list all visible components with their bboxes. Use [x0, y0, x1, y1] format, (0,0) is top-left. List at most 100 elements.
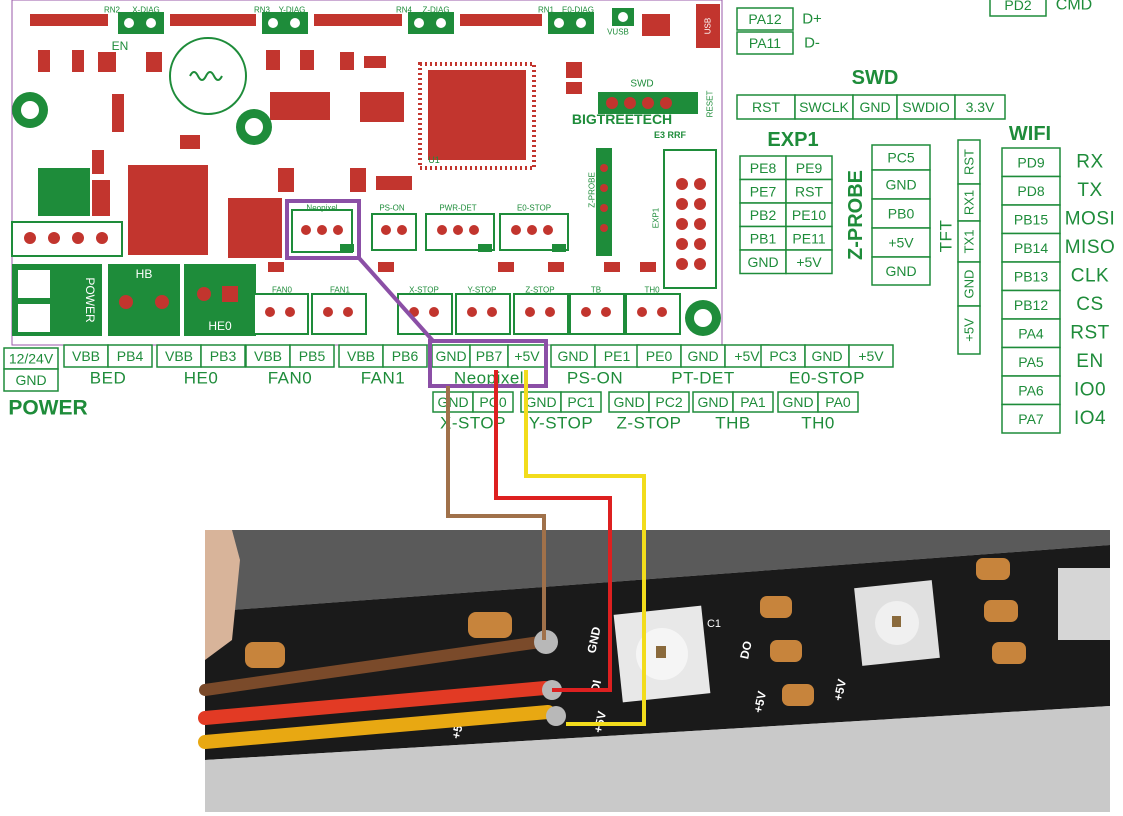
exp1-pin-0-b-label: PE9 — [796, 160, 823, 176]
swd-pin-3: SWDIO — [896, 94, 956, 120]
silk-rn1: RN1 — [538, 6, 555, 15]
wifi-pin-0-label: PD9 — [1017, 154, 1044, 170]
wifi-pin-0: PD9 — [1001, 147, 1061, 178]
swd-pin-0: RST — [736, 94, 796, 120]
row2-2-pin-0: GND — [608, 391, 650, 413]
exp1-pin-4-b: +5V — [785, 249, 833, 275]
usb-pin-0: PA12 — [736, 7, 794, 31]
tft-pin-2-label: TX1 — [962, 230, 977, 254]
row2-3-pin-0-label: GND — [697, 394, 728, 410]
wifi-signal-7: EN — [1076, 351, 1103, 372]
silk-zprobe: Z-PROBE — [588, 172, 597, 208]
wifi-pin-3: PB14 — [1001, 232, 1061, 263]
row1-2-pin-1: PB5 — [289, 344, 335, 368]
silk-e0-diag: E0-DIAG — [562, 6, 594, 15]
zprobe-pin-1-label: GND — [885, 177, 916, 193]
row2-1-pin-0-label: GND — [525, 394, 556, 410]
row1-7-pin-2: +5V — [848, 344, 894, 368]
strip-label-c1: C1 — [707, 618, 721, 630]
silk-z-stop: Z-STOP — [525, 286, 554, 295]
row1-3-pin-1-label: PB6 — [392, 348, 419, 364]
exp1-pin-0-b: PE9 — [785, 155, 833, 181]
cutoff-signal: CMD — [1056, 0, 1092, 14]
usb-port — [696, 4, 720, 48]
tft-title: TFT — [937, 220, 956, 253]
row2-3-label: THB — [715, 414, 751, 433]
wifi-pin-5: PB12 — [1001, 289, 1061, 320]
swd-pin-2-label: GND — [859, 99, 890, 115]
diag-connectors: RN2 X-DIAG RN3 Y-DIAG RN4 Z-DIAG RN1 E0-… — [104, 6, 594, 34]
row1-5-pin-0: GND — [550, 344, 596, 368]
row1-3-pin-0-label: VBB — [347, 348, 375, 364]
wifi-pin-6-label: PA4 — [1018, 325, 1044, 341]
swd-title: SWD — [852, 67, 899, 89]
silk-hb: HB — [136, 267, 153, 281]
row1-0-pin-1-label: PB4 — [117, 348, 144, 364]
silk-rn4: RN4 — [396, 6, 413, 15]
mid-connectors: Neopixel PS-ON PWR-DET E0-STOP — [291, 204, 569, 253]
brand-text: BIGTREETECH — [572, 111, 672, 127]
row2-4-pin-0-label: GND — [782, 394, 813, 410]
silk-rn2: RN2 — [104, 6, 121, 15]
row1-4-pin-1: PB7 — [469, 344, 509, 368]
row1-2-pin-1-label: PB5 — [299, 348, 326, 364]
row2-4-pin-1-label: PA0 — [825, 394, 851, 410]
row1-5-label: PS-ON — [567, 369, 623, 388]
row2-1-pin-1: PC1 — [560, 391, 602, 413]
row1-4-pin-2-label: +5V — [514, 348, 540, 364]
silk-fan0: FAN0 — [272, 286, 293, 295]
row1-7-pin-0: PC3 — [760, 344, 806, 368]
zprobe-pin-2-label: PB0 — [888, 206, 915, 222]
wifi-pin-7-label: PA5 — [1018, 354, 1044, 370]
wifi-signal-4: CLK — [1071, 266, 1109, 287]
silk-ps-on: PS-ON — [379, 204, 405, 213]
row2-0-pin-1: PC0 — [472, 391, 514, 413]
row1-0-pin-0: VBB — [63, 344, 109, 368]
strip-label-5v-2: +5V — [831, 678, 849, 702]
exp1-title: EXP1 — [767, 129, 818, 151]
resistor-arrays — [30, 14, 542, 192]
silk-neopixel: Neopixel — [306, 204, 337, 213]
row2-1-pin-0: GND — [520, 391, 562, 413]
bottom-connectors: FAN0 FAN1 X-STOP Y-STOP Z-STOP TB TH0 — [253, 262, 681, 335]
wifi-pin-8-label: PA6 — [1018, 382, 1044, 398]
silk-rn3: RN3 — [254, 6, 271, 15]
exp1-pin-4-a-label: GND — [747, 254, 778, 270]
row1-1-pin-1-label: PB3 — [210, 348, 237, 364]
tft-pin-0-label: RST — [962, 149, 977, 175]
wifi-signal-2: MOSI — [1065, 209, 1116, 230]
usb-pin-0-label: PA12 — [748, 11, 781, 27]
gnd-wire — [446, 386, 546, 640]
zprobe-pin-0-label: PC5 — [887, 150, 914, 166]
swd-pin-4-label: 3.3V — [966, 99, 995, 115]
exp1-pin-4-b-label: +5V — [796, 254, 822, 270]
swd-pin-0-label: RST — [752, 99, 780, 115]
row1-5-pin-0-label: GND — [557, 348, 588, 364]
wifi-signal-1: TX — [1077, 180, 1102, 201]
row1-6-pin-2-label: +5V — [734, 348, 760, 364]
tft-pin-4-label: +5V — [962, 318, 977, 342]
exp1-pin-0-a-label: PE8 — [750, 160, 777, 176]
row1-6-pin-0-label: PE0 — [646, 348, 673, 364]
silk-u1: U1 — [428, 155, 440, 165]
wifi-pin-9: PA7 — [1001, 403, 1061, 434]
wifi-pin-1: PD8 — [1001, 175, 1061, 206]
swd-pin-1: SWCLK — [794, 94, 854, 120]
zprobe-pin-2: PB0 — [871, 198, 931, 229]
exp1-pin-2-b: PE10 — [785, 202, 833, 228]
row2-4-pin-1: PA0 — [817, 391, 859, 413]
swd-pin-3-label: SWDIO — [902, 99, 950, 115]
row1-6-pin-2: +5V — [724, 344, 770, 368]
row1-5-pin-1-label: PE1 — [604, 348, 631, 364]
wifi-pin-5-label: PB12 — [1014, 297, 1048, 313]
exp1-pin-1-a: PE7 — [739, 178, 787, 204]
row1-3-label: FAN1 — [361, 369, 406, 388]
row2-0-pin-0: GND — [432, 391, 474, 413]
model-text: E3 RRF — [654, 130, 687, 140]
mcu-chip — [428, 70, 526, 160]
row2-0-pin-1-label: PC0 — [479, 394, 506, 410]
row1-6-label: PT-DET — [671, 369, 734, 388]
usb-pin-1: PA11 — [736, 31, 794, 55]
silk-y-diag: Y-DIAG — [279, 6, 306, 15]
